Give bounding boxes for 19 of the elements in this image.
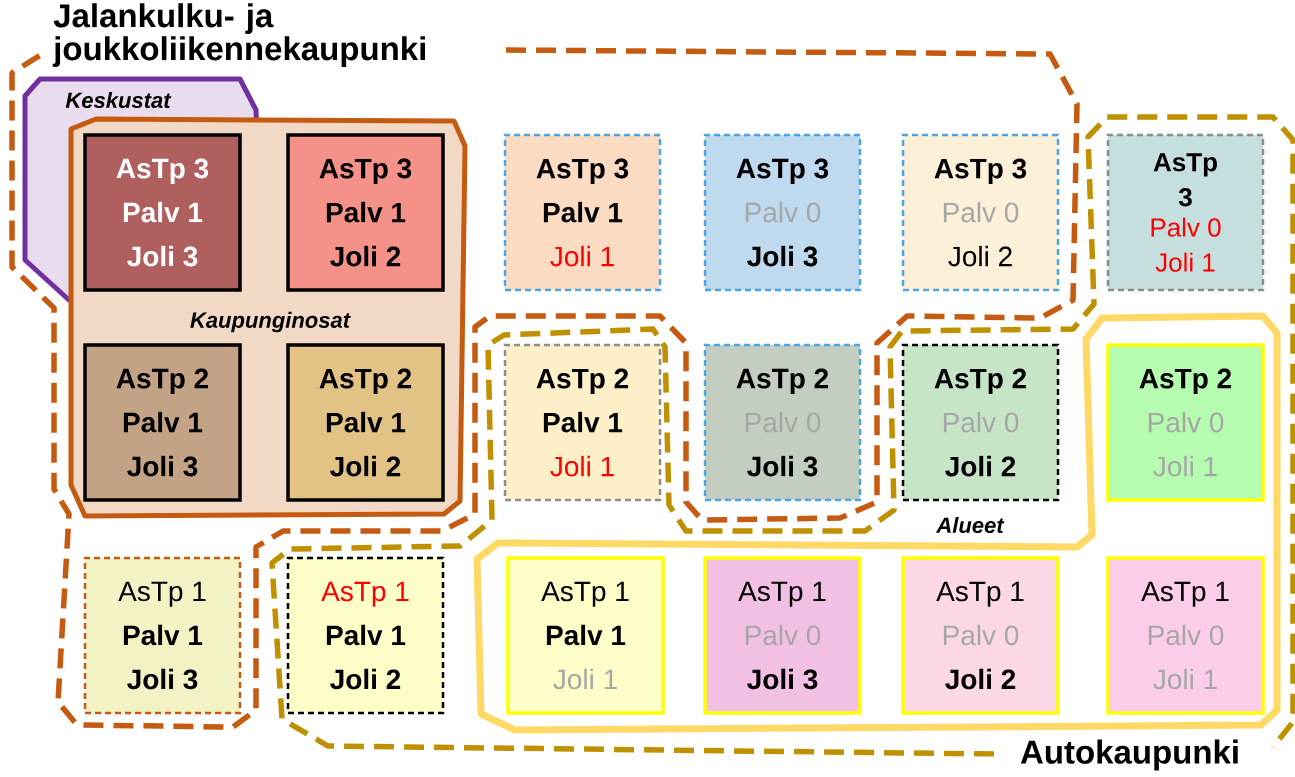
category-box: AsTp 3 Palv 1 Joli 3 (83, 133, 242, 292)
zone-heading: Jalankulku- ja joukkoliikennekaupunki (52, 3, 425, 67)
category-box: AsTp 1 Palv 0 Joli 3 (703, 556, 862, 715)
category-box: AsTp 2 Palv 1 Joli 3 (83, 343, 242, 502)
category-box: AsTp 2 Palv 0 Joli 1 (1106, 343, 1265, 502)
category-box: AsTp 3 Palv 0 Joli 2 (901, 133, 1060, 292)
category-box: AsTp 1 Palv 1 Joli 2 (286, 556, 445, 715)
category-box: AsTp 1 Palv 1 Joli 3 (83, 556, 242, 715)
category-box: AsTp 2 Palv 1 Joli 2 (286, 343, 445, 502)
category-box: AsTp 1 Palv 1 Joli 1 (506, 556, 665, 715)
category-box: AsTp 3 Palv 1 Joli 2 (286, 133, 445, 292)
category-box: AsTp 1 Palv 0 Joli 2 (901, 556, 1060, 715)
category-box: AsTp 3 Palv 0 Joli 3 (703, 133, 862, 292)
category-box: AsTp 1 Palv 0 Joli 1 (1106, 556, 1265, 715)
category-box: AsTp 3 Palv 0 Joli 1 (1106, 133, 1265, 292)
category-box: AsTp 3 Palv 1 Joli 1 (503, 133, 662, 292)
category-box: AsTp 2 Palv 0 Joli 2 (901, 343, 1060, 502)
zone-heading: Autokaupunki (1020, 739, 1238, 771)
category-box: AsTp 2 Palv 1 Joli 1 (503, 343, 662, 502)
